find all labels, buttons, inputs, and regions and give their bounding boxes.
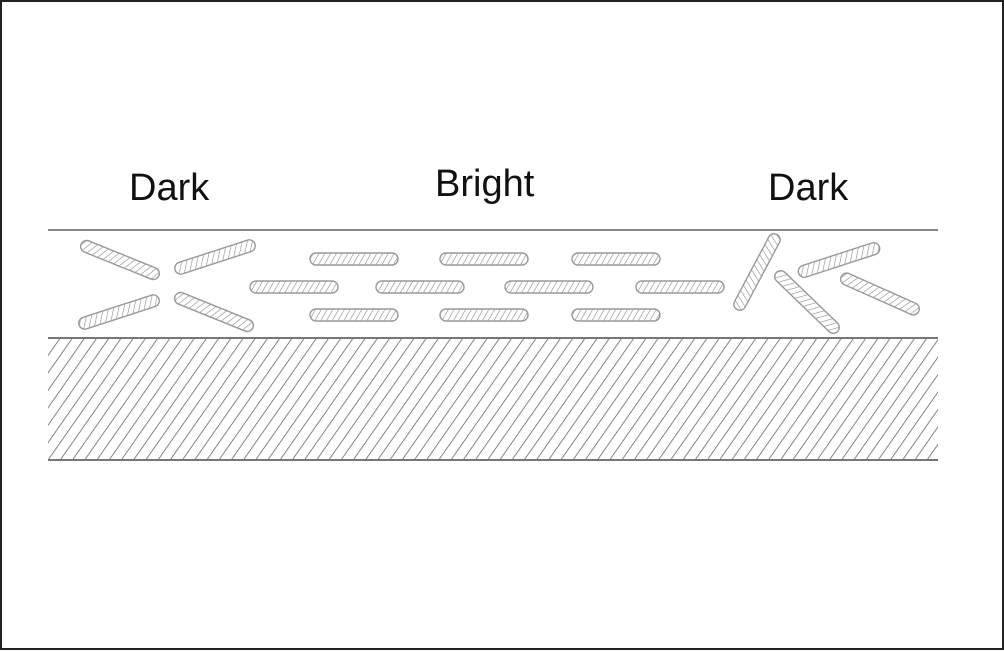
rod-molecule-icon (309, 308, 399, 322)
rod-molecule-icon (174, 239, 256, 275)
rod-molecule-icon (439, 308, 529, 322)
hatched-substrate (48, 337, 938, 461)
rod-molecule-icon (375, 280, 465, 294)
rod-molecule-icon (571, 252, 661, 266)
rod-molecule-icon (309, 252, 399, 266)
rod-molecule-icon (571, 308, 661, 322)
rod-molecule-icon (78, 294, 160, 330)
rod-molecule-icon (504, 280, 594, 294)
rod-molecule-icon (839, 272, 921, 316)
rod-molecule-icon (439, 252, 529, 266)
rod-molecule-icon (797, 242, 881, 278)
rod-molecule-icon (733, 233, 781, 311)
rod-molecule-icon (79, 239, 161, 281)
rod-molecule-icon (774, 269, 840, 335)
molecule-layer (78, 233, 921, 335)
label-dark-right: Dark (768, 167, 849, 209)
rod-molecule-icon (173, 291, 255, 333)
label-dark-left: Dark (129, 167, 210, 209)
rod-molecule-icon (635, 280, 725, 294)
rod-molecule-icon (249, 280, 339, 294)
label-bright: Bright (435, 163, 535, 205)
